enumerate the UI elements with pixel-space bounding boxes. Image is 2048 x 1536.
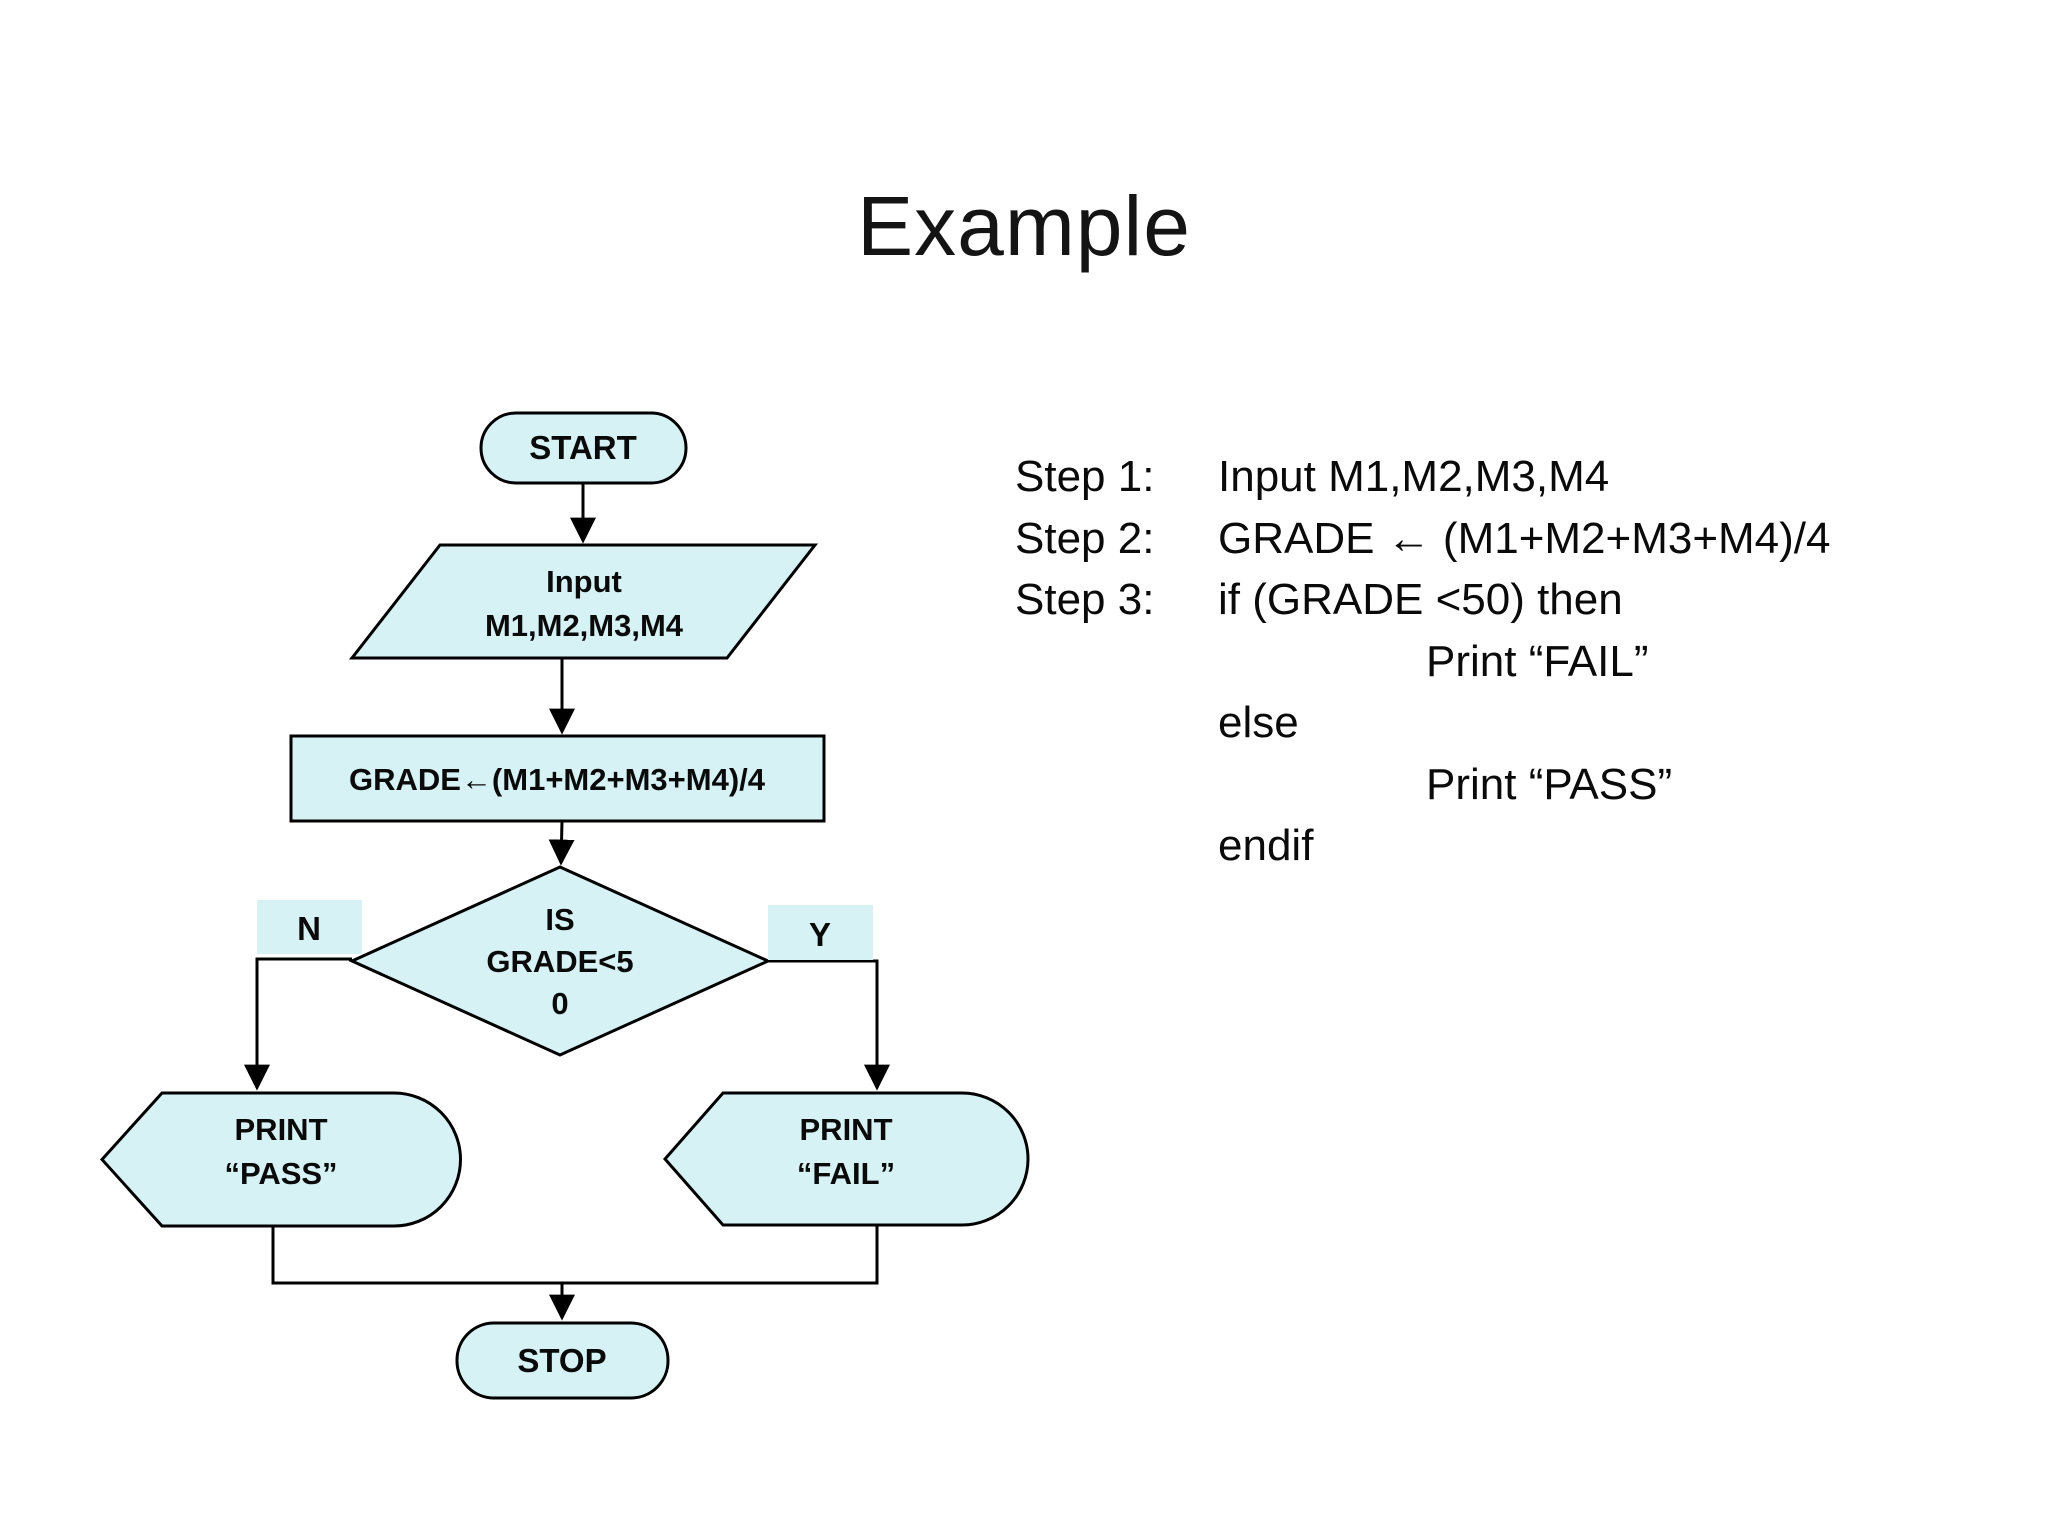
step-code: endif [1218,821,1314,870]
step-code: if (GRADE <50) then [1218,575,1623,624]
pseudocode-row: else [1015,692,1831,754]
pseudocode-row: Print “PASS” [1015,754,1831,816]
step-label [1015,754,1218,816]
pseudocode-block: Step 1: Input M1,M2,M3,M4 Step 2: GRADE … [1015,446,1831,877]
branch-no-label: N [297,910,321,947]
stop-node [455,1321,670,1400]
step-label: Step 3: [1015,575,1155,624]
step-code: else [1218,698,1299,747]
print-pass-label-line2: “PASS” [224,1156,337,1191]
print-fail-label-line2: “FAIL” [797,1156,895,1191]
pseudocode-row: Step 1: Input M1,M2,M3,M4 [1015,446,1831,508]
step-label [1015,631,1218,693]
step-code: GRADE ← (M1+M2+M3+M4)/4 [1218,513,1831,563]
edge-process-to-decision [548,820,575,866]
input-label-line1: Input [546,564,622,599]
branch-yes-label: Y [809,916,831,953]
pseudocode-row: Print “FAIL” [1015,631,1831,693]
pseudocode-row: endif [1015,815,1831,877]
decision-label-line3: 0 [551,986,568,1021]
edge-decision-yes-to-fail [768,959,890,1091]
pseudocode-row: Step 2: GRADE ← (M1+M2+M3+M4)/4 [1015,508,1831,570]
process-label: GRADE←(M1+M2+M3+M4)/4 [349,762,766,797]
input-node [348,543,819,660]
step-label [1015,692,1218,754]
decision-node [348,865,772,1057]
branch-yes-box [768,905,873,960]
step-code: Print “FAIL” [1426,636,1649,686]
print-fail-label-line1: PRINT [800,1112,893,1147]
step-code: Input M1,M2,M3,M4 [1218,452,1610,501]
edge-merge [271,1225,879,1285]
pseudocode-row: Step 3: if (GRADE <50) then [1015,569,1831,631]
start-label: START [529,429,637,466]
step-label [1015,815,1218,877]
decision-label-line1: IS [545,902,574,937]
edge-decision-no-to-pass [244,957,352,1091]
process-node [289,734,826,823]
start-node [479,411,688,485]
step-label: Step 2: [1015,513,1155,563]
step-label: Step 1: [1015,452,1155,501]
input-label-line2: M1,M2,M3,M4 [485,608,684,643]
print-pass-label-line1: PRINT [235,1112,328,1147]
print-pass-node [99,1091,462,1228]
decision-label-line2: GRADE<5 [486,944,633,979]
step-code: Print “PASS” [1426,759,1673,809]
print-fail-node [663,1091,1030,1227]
branch-no-box [257,900,362,954]
stop-label: STOP [517,1342,606,1379]
slide-title: Example [857,179,1191,273]
